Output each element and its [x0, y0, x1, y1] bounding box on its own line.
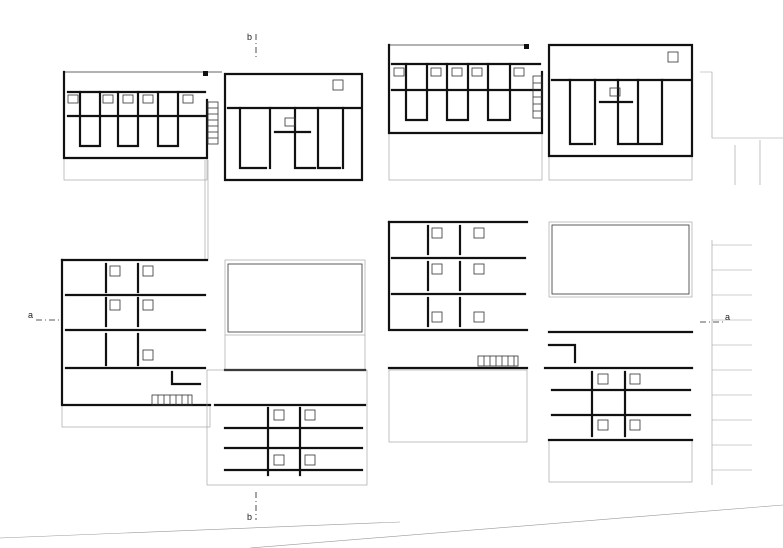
section-line-a-left: a: [28, 310, 60, 321]
section-label-b-bottom: b: [247, 512, 252, 522]
site-context: [0, 71, 783, 548]
plan-bottom-right: [387, 220, 694, 483]
stair: [532, 75, 543, 119]
plan-top-right: [387, 43, 694, 181]
stair: [151, 394, 193, 406]
parking-stalls: [711, 240, 752, 485]
stair: [207, 101, 219, 145]
section-label-a-left: a: [28, 310, 33, 320]
section-line-b-bottom: b: [247, 492, 257, 522]
section-line-a-right: a: [700, 312, 730, 323]
section-line-b-top: b: [247, 32, 257, 58]
section-label-b-top: b: [247, 32, 252, 42]
stair: [477, 355, 519, 367]
plan-top-left: [62, 70, 364, 182]
section-label-a-right: a: [725, 312, 730, 322]
plan-bottom-left: [60, 258, 368, 486]
